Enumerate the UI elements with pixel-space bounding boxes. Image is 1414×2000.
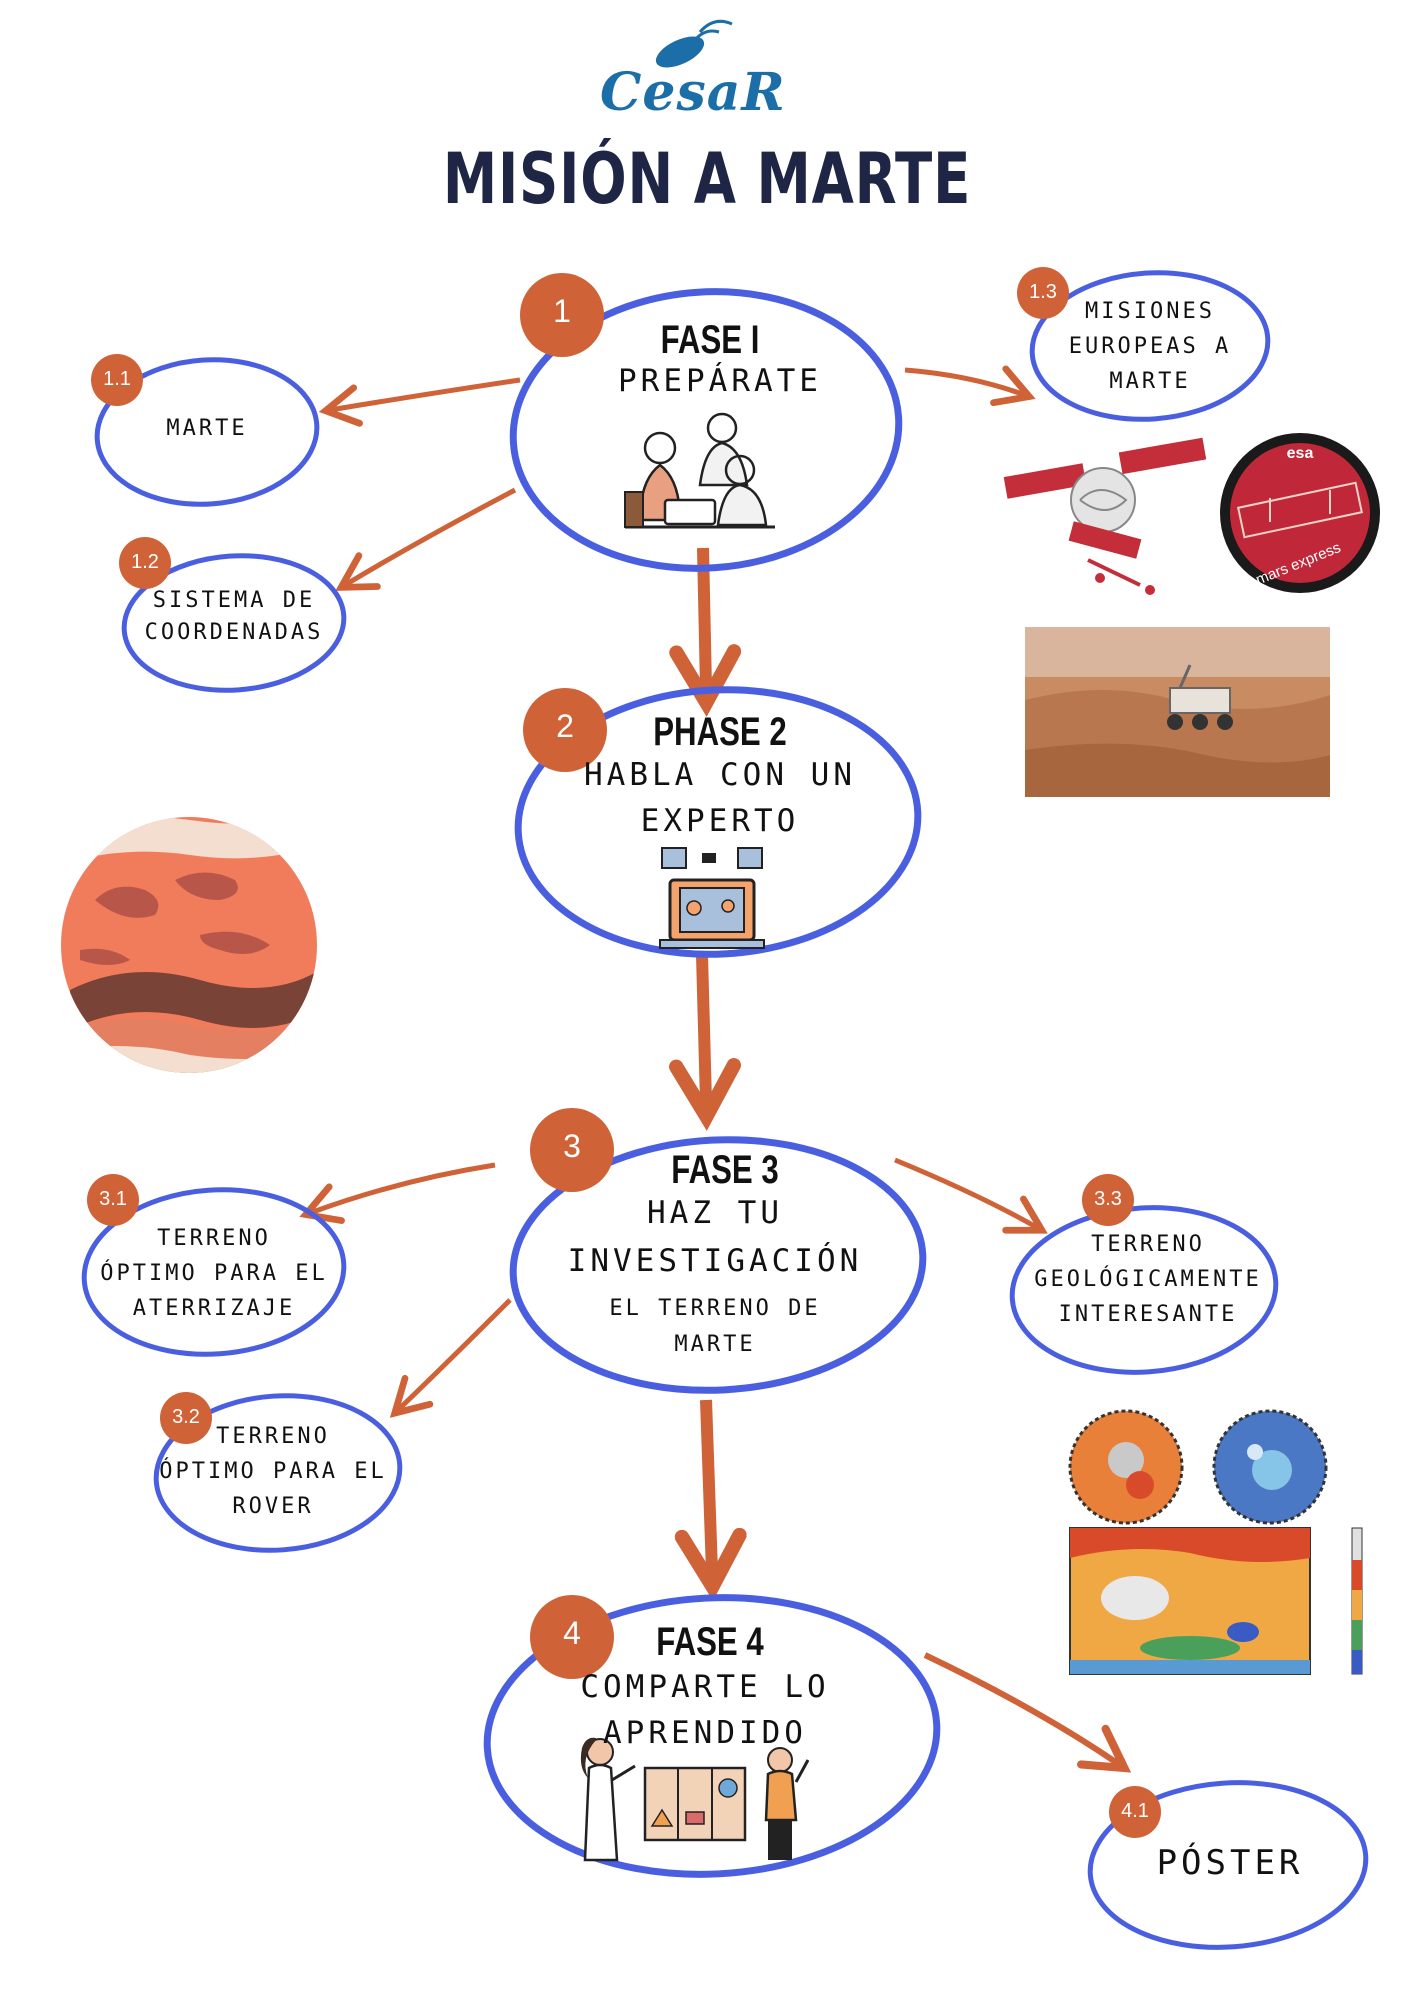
phase-4-heading: FASE 4 (656, 1620, 764, 1664)
phase-1-subtitle: PREPÁRATE (618, 363, 822, 399)
phase-4-ellipse (483, 1594, 941, 1878)
subtopic-3-1-line-1: TERRENO (157, 1226, 271, 1251)
arrow-to-4-1 (923, 1652, 1132, 1773)
subtopic-1-1-label: MARTE (166, 416, 248, 441)
phase-2-subtitle-line-1: HABLA CON UN (584, 757, 856, 793)
phase-3-subtitle-line-2: INVESTIGACIÓN (567, 1243, 863, 1279)
arrow-phase3-to-phase4 (674, 1399, 747, 1601)
arrow-to-3-1 (299, 1162, 496, 1224)
subtopic-3-3-line-3: INTERESANTE (1058, 1302, 1238, 1327)
phase-2-ellipse (514, 686, 922, 958)
phase-1-heading: FASE I (660, 318, 760, 362)
arrow-phase2-to-phase3 (669, 954, 742, 1131)
subtopic-1-1-ellipse (94, 357, 320, 507)
satellite-illustration (1003, 437, 1207, 595)
subtopic-1-1-badge (91, 354, 143, 406)
subtopic-3-3-badge (1082, 1174, 1134, 1226)
subtopic-1-3-badge (1017, 267, 1069, 319)
subtopic-3-3-ellipse (1009, 1205, 1279, 1375)
phase-3-detail-line-1: EL TERRENO DE (609, 1296, 821, 1321)
esa-label: esa (1287, 445, 1314, 462)
phase-1-number: 1 (553, 293, 571, 329)
subtopic-3-1-number: 3.1 (99, 1188, 127, 1210)
subtopic-3-2-ellipse (153, 1393, 403, 1553)
subtopic-3-2-line-2: ÓPTIMO PARA EL (159, 1459, 387, 1484)
subtopic-3-1-line-3: ATERRIZAJE (132, 1296, 296, 1321)
phase-2-subtitle-line-2: EXPERTO (640, 803, 800, 839)
subtopic-3-2-badge (160, 1392, 212, 1444)
mars-express-badge: esa mars express (1220, 433, 1380, 593)
subtopic-1-3-line-1: MISIONES (1085, 299, 1215, 324)
subtopic-3-2-line-3: ROVER (232, 1494, 314, 1519)
phase-4-subtitle-line-2: APRENDIDO (603, 1715, 807, 1751)
phase-3-ellipse (509, 1136, 927, 1394)
arrow-to-1-3 (904, 365, 1036, 407)
satellite-dish-icon (655, 19, 733, 68)
subtopic-4-1-label: PÓSTER (1156, 1843, 1304, 1883)
subtopic-1-2-ellipse (121, 553, 347, 693)
subtopic-4-1-ellipse (1087, 1780, 1369, 1950)
phase-3-number: 3 (563, 1128, 581, 1164)
rover-photo (1025, 627, 1330, 797)
subtopic-1-2-badge (119, 537, 171, 589)
page-title: MISIÓN A MARTE (442, 138, 972, 220)
phase-2-heading: PHASE 2 (653, 710, 787, 754)
subtopic-1-3-number: 1.3 (1029, 281, 1057, 303)
cesar-logo (600, 10, 800, 110)
subtopic-3-1-line-2: ÓPTIMO PARA EL (100, 1261, 328, 1286)
phase-2-number: 2 (556, 708, 574, 744)
phase-3-detail-line-2: MARTE (674, 1332, 756, 1357)
phase-3-badge (530, 1108, 614, 1192)
subtopic-4-1-badge (1109, 1786, 1161, 1838)
arrow-to-1-2 (335, 487, 517, 591)
phase-4-number: 4 (563, 1615, 581, 1651)
subtopic-1-3-line-3: MARTE (1109, 369, 1191, 394)
phase-3-heading: FASE 3 (671, 1148, 779, 1192)
video-call-icon (659, 847, 765, 949)
subtopic-3-3-number: 3.3 (1094, 1188, 1122, 1210)
subtopic-4-1-number: 4.1 (1121, 1800, 1149, 1822)
subtopic-3-1-ellipse (81, 1187, 347, 1357)
subtopic-1-3-line-2: EUROPEAS A (1068, 334, 1232, 359)
subtopic-1-1-number: 1.1 (103, 368, 131, 390)
phase-2-badge (523, 688, 607, 772)
phase-4-badge (530, 1595, 614, 1679)
subtopic-1-2-line-2: COORDENADAS (144, 620, 324, 645)
arrow-to-3-2 (389, 1298, 512, 1418)
phase-3-subtitle-line-1: HAZ TU (647, 1195, 783, 1231)
subtopic-1-2-line-1: SISTEMA DE (152, 588, 316, 613)
subtopic-1-3-ellipse (1029, 270, 1271, 422)
mars-topography-maps (1068, 1409, 1363, 1675)
team-illustration (624, 412, 775, 529)
subtopic-3-2-number: 3.2 (172, 1406, 200, 1428)
subtopic-3-2-line-1: TERRENO (216, 1424, 330, 1449)
phase-1-badge (520, 273, 604, 357)
subtopic-3-1-badge (87, 1174, 139, 1226)
subtopic-3-3-line-1: TERRENO (1091, 1232, 1205, 1257)
subtopic-3-3-line-2: GEOLÓGICAMENTE (1034, 1267, 1262, 1292)
mars-planet-illustration (61, 817, 317, 1073)
arrow-to-1-1 (318, 377, 521, 427)
logo-text: CesaR (600, 62, 786, 123)
arrow-to-3-3 (894, 1157, 1048, 1234)
presentation-illustration (580, 1737, 810, 1862)
phase-1-ellipse (509, 288, 903, 572)
phase-4-subtitle-line-1: COMPARTE LO (580, 1669, 830, 1705)
subtopic-1-2-number: 1.2 (131, 551, 159, 573)
